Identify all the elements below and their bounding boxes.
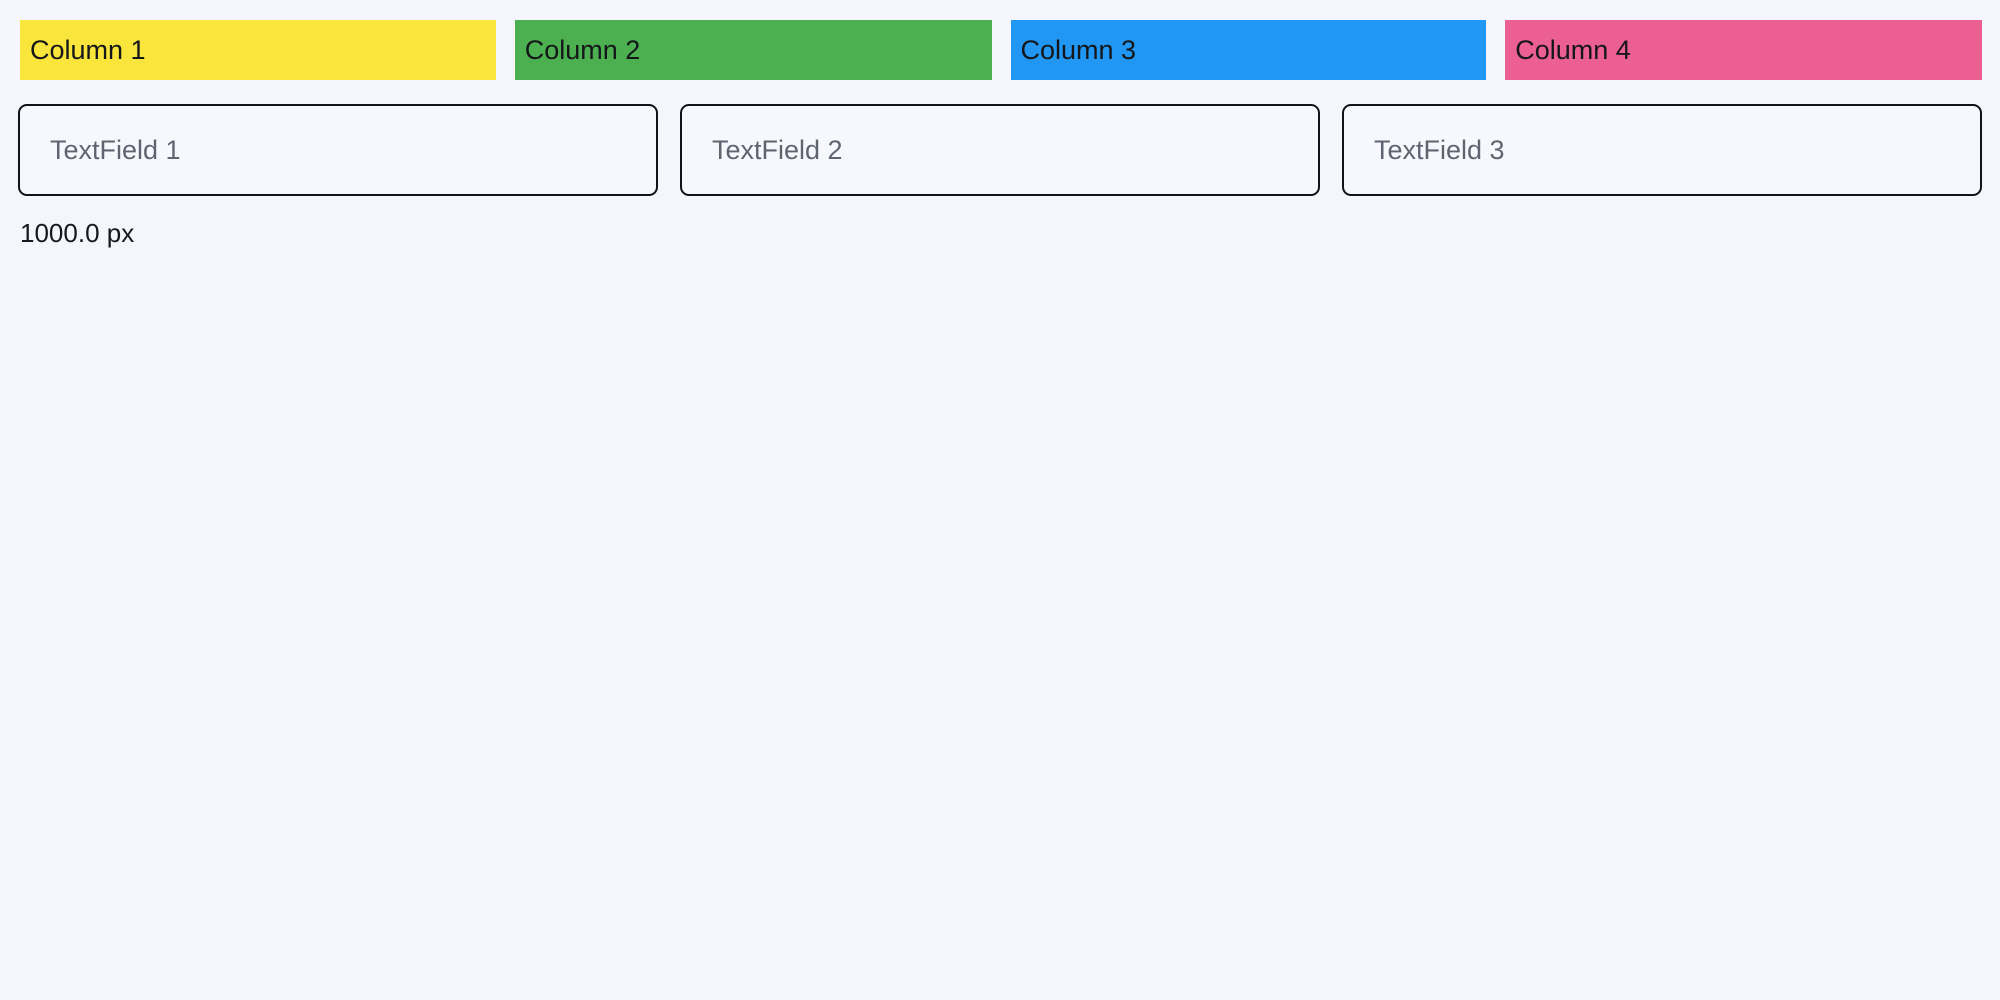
column-header-1[interactable]: Column 1: [20, 20, 496, 80]
textfield-3-placeholder: TextField 3: [1374, 134, 1505, 165]
column-header-2-label: Column 2: [524, 34, 641, 65]
textfield-2-placeholder: TextField 2: [712, 134, 843, 165]
column-header-3[interactable]: Column 3: [1010, 20, 1487, 80]
textfield-2[interactable]: TextField 2: [680, 104, 1320, 196]
textfield-1-placeholder: TextField 1: [50, 134, 181, 165]
column-header-row: Column 1 Column 2 Column 3 Column 4: [20, 20, 1982, 80]
textfield-3[interactable]: TextField 3: [1342, 104, 1982, 196]
measurement-label: 1000.0 px: [20, 218, 135, 248]
textfield-1[interactable]: TextField 1: [18, 104, 658, 196]
column-header-3-label: Column 3: [1020, 34, 1137, 65]
column-header-4-label: Column 4: [1515, 34, 1631, 65]
textfield-row: TextField 1 TextField 2 TextField 3: [18, 104, 1982, 196]
column-header-2[interactable]: Column 2: [514, 20, 992, 80]
empty-canvas-area: [0, 258, 2000, 1000]
column-header-4[interactable]: Column 4: [1505, 20, 1982, 80]
column-header-1-label: Column 1: [30, 34, 146, 65]
